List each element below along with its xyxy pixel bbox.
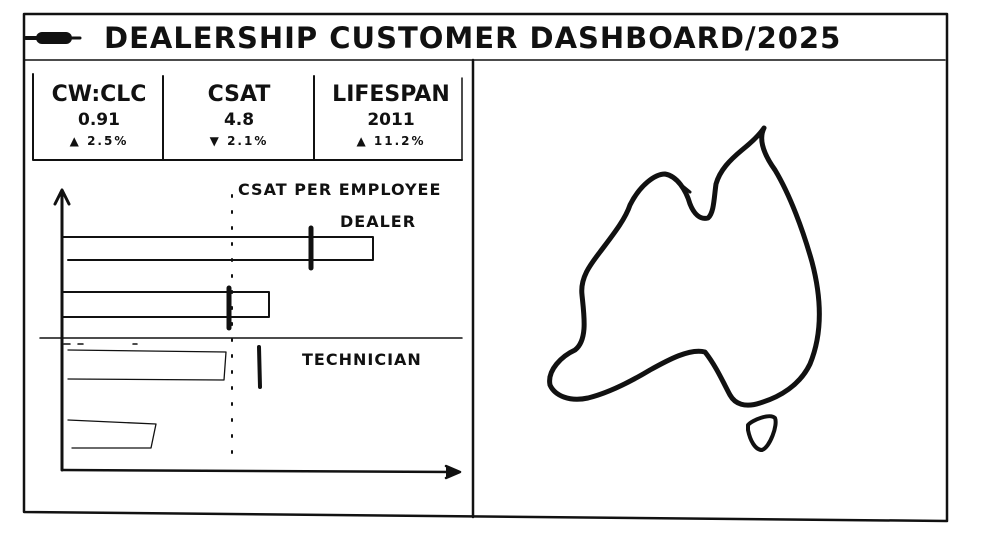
page-title: DEALERSHIP CUSTOMER DASHBOARD/2025: [104, 21, 842, 55]
chart-group-label-technician: TECHNICIAN: [302, 350, 422, 369]
kpi-csat: CSAT 4.8 ▼ 2.1%: [168, 82, 310, 148]
chart-x-axis: [60, 468, 457, 474]
chart-bar-dealer-2: [61, 291, 270, 318]
kpi-label: LIFESPAN: [332, 82, 450, 107]
chart-bar-technician-2: [67, 419, 157, 449]
chart-group-label-dealer: DEALER: [340, 212, 417, 231]
chart-title: CSAT PER EMPLOYEE: [238, 180, 442, 199]
australia-map-icon: [547, 125, 822, 452]
kpi-value: 4.8: [223, 110, 255, 130]
chart-bar-technician-1: [67, 349, 227, 381]
kpi-value: 2011: [367, 110, 415, 130]
kpi-cwclc: CW:CLC 0.91 ▲ 2.5%: [38, 82, 160, 148]
chart-y-arrow: [53, 188, 71, 206]
kpi-label: CSAT: [207, 82, 271, 107]
chart-x-arrow: [444, 464, 462, 480]
kpi-label: CW:CLC: [51, 82, 147, 107]
kpi-value: 0.91: [78, 110, 120, 130]
chart-bar-dealer-1: [61, 236, 374, 261]
kpi-row-box: [32, 73, 463, 161]
kpi-change: ▲ 2.5%: [69, 134, 129, 148]
pencil-icon: [24, 32, 82, 44]
kpi-change: ▲ 11.2%: [356, 134, 426, 148]
kpi-lifespan: LIFESPAN 2011 ▲ 11.2%: [318, 82, 464, 148]
chart-target-technician-1: [257, 345, 262, 389]
outer-frame: [22, 12, 949, 523]
kpi-change: ▼ 2.1%: [209, 134, 269, 148]
